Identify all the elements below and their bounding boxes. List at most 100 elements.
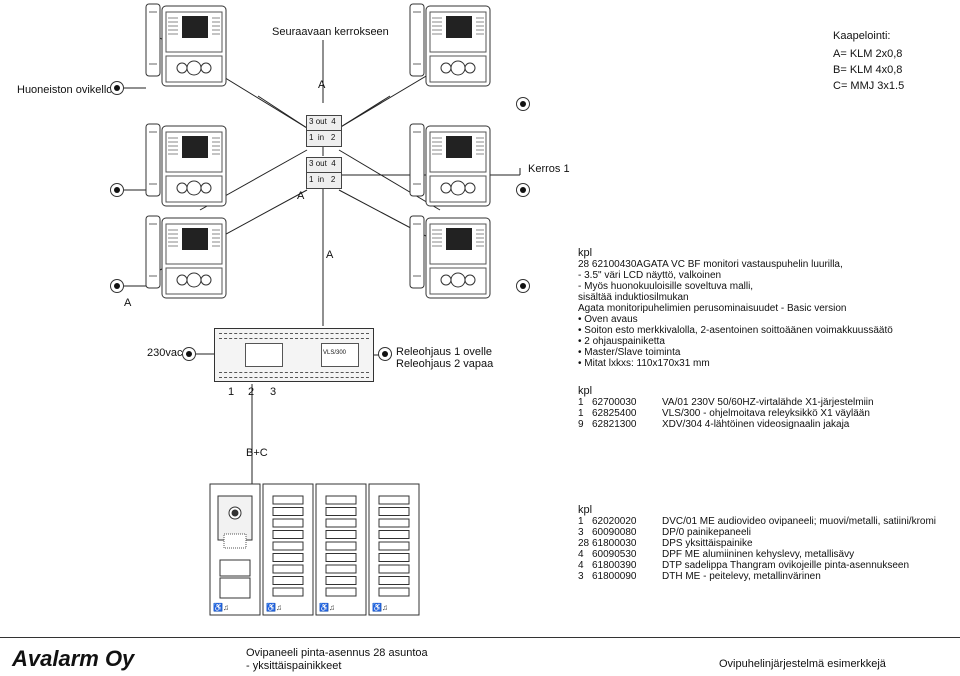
parts-code: 62821300 bbox=[592, 419, 637, 430]
relay-module: VLS/300 bbox=[321, 343, 359, 367]
call-button bbox=[378, 587, 410, 597]
parts-code: 62700030 bbox=[592, 397, 637, 408]
doorbell-icon bbox=[516, 279, 530, 293]
parts-qty: 3 bbox=[578, 527, 584, 538]
parts-row: 3 61800090 DTH ME - peitelevy, metallinvär… bbox=[578, 571, 948, 583]
call-button bbox=[272, 576, 304, 585]
terminal-strip bbox=[219, 333, 369, 339]
cable-a-label: A bbox=[297, 190, 305, 202]
kpl-header: kpl bbox=[578, 504, 593, 516]
wire-line bbox=[257, 95, 308, 129]
call-button bbox=[325, 553, 357, 562]
parts-qty: 28 bbox=[578, 538, 590, 549]
doorbell-icon bbox=[110, 279, 124, 293]
call-button bbox=[272, 541, 304, 551]
accessibility-icon: ♿♫ bbox=[213, 602, 229, 612]
call-button bbox=[378, 507, 410, 516]
doorbell-icon bbox=[378, 347, 392, 361]
parts-qty: 1 bbox=[578, 408, 584, 419]
cable-a-label: A bbox=[124, 297, 132, 309]
apartment-doorbell-label: Huoneiston ovikello bbox=[17, 84, 113, 96]
parts-code: 61800090 bbox=[592, 571, 637, 582]
call-button bbox=[378, 553, 410, 562]
relay-label: Releohjaus 1 ovelle bbox=[396, 346, 493, 358]
parts-code: 60090530 bbox=[592, 549, 637, 560]
parts-desc: DTH ME - peitelevy, metallinvärinen bbox=[662, 571, 821, 582]
spec-line: • Master/Slave toiminta bbox=[578, 347, 681, 358]
parts-qty: 1 bbox=[578, 516, 584, 527]
accessibility-icon: ♿♫ bbox=[266, 602, 282, 612]
call-button bbox=[272, 495, 304, 505]
call-button bbox=[378, 564, 410, 574]
wire-line bbox=[338, 149, 441, 211]
cabling-item: C= MMJ 3x1.5 bbox=[833, 80, 905, 92]
distributor-in-label: 1 in 2 bbox=[309, 175, 336, 184]
parts-desc: DPF ME alumiininen kehyslevy, metallisäv… bbox=[662, 549, 855, 560]
spec-line: Agata monitoripuhelimien perusominaisuud… bbox=[578, 303, 847, 314]
floor-label: Kerros 1 bbox=[528, 163, 570, 175]
parts-qty: 3 bbox=[578, 571, 584, 582]
spec-line: • 2 ohjauspainiketta bbox=[578, 336, 665, 347]
parts-row: 9 62821300 XDV/304 4-lähtöinen videosignaa… bbox=[578, 419, 948, 431]
terminal-number: 2 bbox=[248, 386, 255, 398]
call-button bbox=[272, 564, 304, 574]
call-button bbox=[325, 587, 357, 597]
parts-desc: XDV/304 4-lähtöinen videosignaalin jakaj… bbox=[662, 419, 850, 430]
parts-row: 4 60090530 DPF ME alumiininen kehyslevy, m… bbox=[578, 549, 948, 561]
parts-desc: DPS yksittäispainike bbox=[662, 538, 753, 549]
accessibility-icon: ♿♫ bbox=[319, 602, 335, 612]
distributor-in-label: 1 in 2 bbox=[309, 133, 336, 142]
brand-logo: Avalarm Oy bbox=[12, 646, 135, 671]
call-button bbox=[378, 576, 410, 585]
call-button bbox=[325, 564, 357, 574]
cable-a-label: A bbox=[326, 249, 334, 261]
spec-line: sisältää induktiosilmukan bbox=[578, 292, 689, 303]
parts-code: 62825400 bbox=[592, 408, 637, 419]
call-button bbox=[325, 576, 357, 585]
call-button bbox=[378, 541, 410, 551]
call-button bbox=[325, 507, 357, 516]
spec-line: • Mitat lxkxs: 110x170x31 mm bbox=[578, 358, 710, 369]
call-button bbox=[325, 530, 357, 539]
cabling-item: A= KLM 2x0,8 bbox=[833, 48, 903, 60]
video-distributor: 3 out 4 1 in 2 bbox=[306, 157, 342, 189]
cable-a-label: A bbox=[318, 79, 326, 91]
call-button bbox=[325, 518, 357, 528]
footer-description: - yksittäispainikkeet bbox=[246, 660, 342, 672]
title-block bbox=[0, 637, 960, 676]
accessibility-icon: ♿♫ bbox=[372, 602, 388, 612]
cable-bc-label: B+C bbox=[246, 447, 268, 459]
relay-label: Releohjaus 2 vapaa bbox=[396, 358, 494, 370]
call-button bbox=[272, 507, 304, 516]
spec-line: • Soiton esto merkkivalolla, 2-asentoine… bbox=[578, 325, 893, 336]
footer-description: Ovipaneeli pinta-asennus 28 asuntoa bbox=[246, 647, 428, 659]
parts-qty: 4 bbox=[578, 560, 584, 571]
call-button bbox=[378, 518, 410, 528]
doorbell-icon bbox=[516, 183, 530, 197]
spec-line: - Myös huonokuuloisille soveltuva malli, bbox=[578, 281, 754, 292]
call-button bbox=[272, 530, 304, 539]
parts-qty: 9 bbox=[578, 419, 584, 430]
call-button bbox=[325, 495, 357, 505]
parts-qty: 4 bbox=[578, 549, 584, 560]
parts-desc: DVC/01 ME audiovideo ovipaneeli; muovi/m… bbox=[662, 516, 937, 527]
parts-code: 61800030 bbox=[592, 538, 637, 549]
kpl-header: kpl bbox=[578, 247, 593, 259]
distributor-out-label: 3 out 4 bbox=[309, 159, 336, 168]
cabling-title: Kaapelointi: bbox=[833, 30, 891, 42]
parts-desc: DP/0 painikepaneeli bbox=[662, 527, 751, 538]
parts-row: 1 62020020 DVC/01 ME audiovideo ovipaneeli… bbox=[578, 516, 948, 528]
terminal-number: 1 bbox=[228, 386, 235, 398]
doorbell-icon bbox=[110, 81, 124, 95]
parts-code: 62020020 bbox=[592, 516, 637, 527]
footer-title: Ovipuhelinjärjestelmä esimerkkejä bbox=[719, 658, 886, 670]
psu-module bbox=[245, 343, 283, 367]
terminal-number: 3 bbox=[270, 386, 277, 398]
video-distributor: 3 out 4 1 in 2 bbox=[306, 115, 342, 147]
parts-desc: VA/01 230V 50/60HZ-virtalähde X1-järjest… bbox=[662, 397, 874, 408]
